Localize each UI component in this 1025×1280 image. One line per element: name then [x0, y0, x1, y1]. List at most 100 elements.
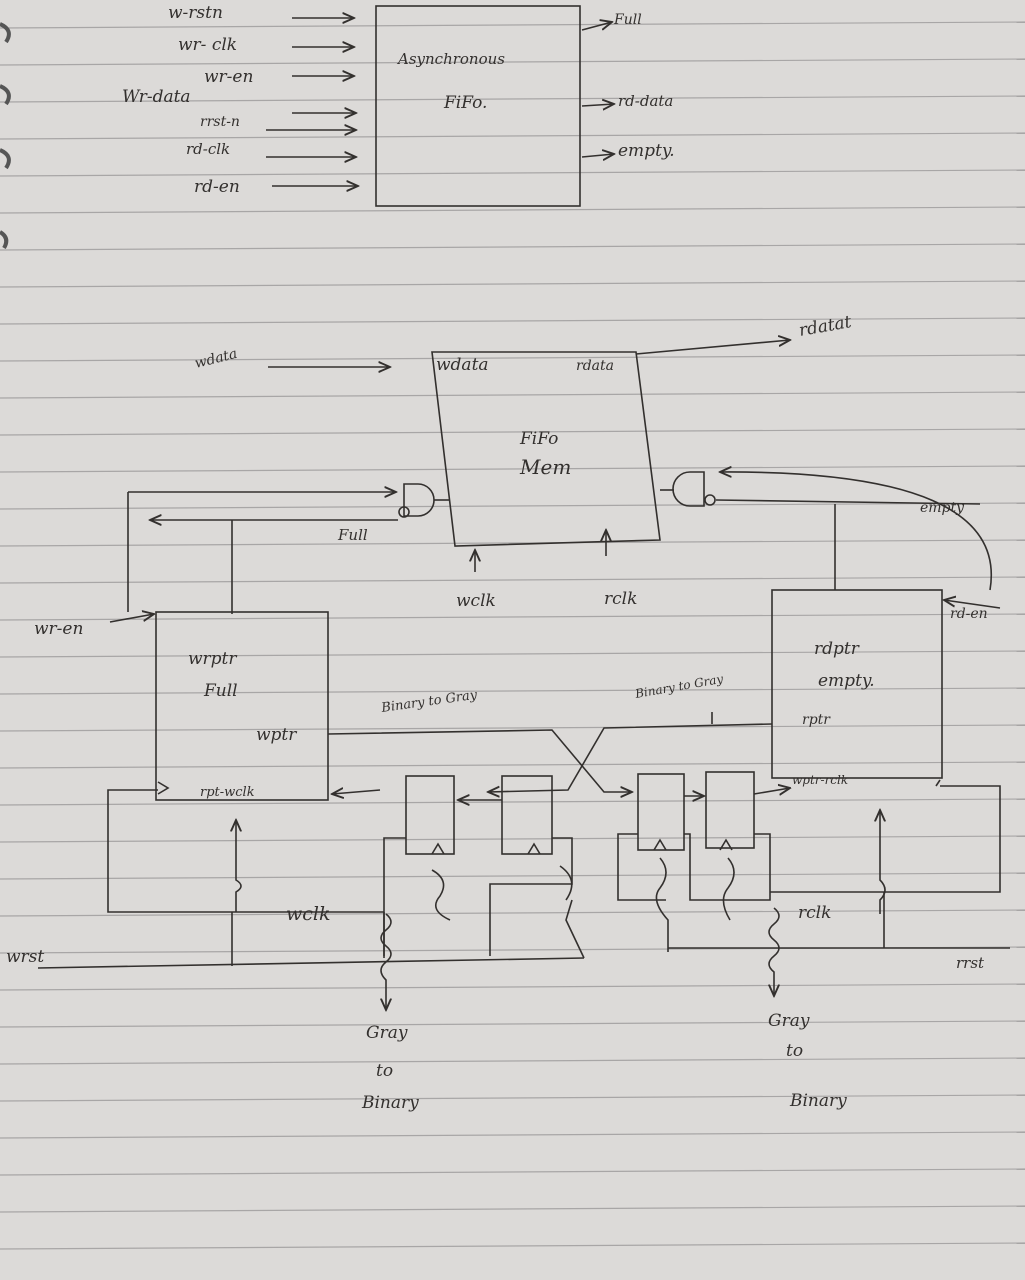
ruled-line: [0, 1131, 1025, 1139]
rclk-flop-clock-hook-1: [655, 857, 669, 952]
ruled-line: [0, 95, 1025, 103]
read-pointer-block: [771, 589, 943, 779]
wren-input-arrow: [109, 614, 154, 623]
ruled-line: [0, 724, 1025, 732]
ruled-line: [0, 132, 1025, 140]
spiral-binding: [0, 22, 11, 250]
mem-wdata-input-label: wdata: [193, 346, 239, 372]
output-arrow-empty: [581, 154, 614, 157]
ruled-line: [0, 169, 1025, 177]
top-input-rden: rd-en: [194, 177, 240, 197]
mem-rdata-port: rdata: [576, 358, 614, 374]
fifo-mem-block: [431, 351, 661, 547]
rclk-flop2-clock: [719, 838, 733, 851]
rclk-flop-loop-mid: [684, 833, 771, 901]
g2b-left-3: Binary: [361, 1093, 419, 1113]
top-output-empty: empty.: [618, 141, 675, 161]
mem-title: FiFo: [519, 429, 558, 449]
top-output-full: Full: [613, 12, 642, 28]
rptr-line2: empty.: [818, 671, 875, 691]
ruled-line: [0, 798, 1025, 806]
wptr-clock-triangle: [157, 781, 170, 795]
top-input-wrclk: wr- clk: [178, 35, 237, 55]
rclk-source-wave: [769, 907, 779, 996]
ruled-line: [0, 206, 1025, 214]
wptr-line3: wptr: [256, 725, 297, 745]
wclk-sync-flop-1: [405, 775, 455, 855]
rclk-label: rclk: [798, 903, 831, 923]
wptr-line4: rpt-wclk: [200, 785, 255, 800]
async-fifo-block: [375, 5, 581, 207]
wrst-rail-right-drop: [565, 899, 585, 959]
mem-full-label: Full: [337, 526, 368, 544]
top-input-rrstn: rrst-n: [200, 114, 240, 130]
mem-title-2: Mem: [519, 455, 571, 479]
mem-rclk-label: rclk: [604, 589, 637, 609]
rrst-label: rrst: [956, 954, 985, 972]
wclk-flop1-clock: [431, 842, 445, 855]
g2b-right-2: to: [786, 1041, 803, 1061]
rptr-clock-wave: [880, 810, 885, 914]
ruled-line: [0, 465, 1025, 473]
output-arrow-full: [581, 22, 612, 31]
g2b-right-3: Binary: [789, 1091, 847, 1111]
g2b-left-1: Gray: [366, 1023, 408, 1043]
rptr-rden-label: rd-en: [950, 606, 988, 622]
ruled-line: [0, 539, 1025, 547]
async-fifo-title-2: FiFo.: [443, 93, 487, 113]
write-gate-inverter-bubble: [398, 506, 410, 518]
ruled-line: [0, 1094, 1025, 1102]
wptr-clock-rail: [107, 789, 384, 913]
wrst-rail: [37, 957, 585, 969]
write-and-gate: [403, 483, 435, 517]
ruled-line: [0, 872, 1025, 880]
rclk-sync-flop-1: [637, 773, 685, 851]
top-input-rdclk: rd-clk: [186, 140, 230, 158]
g2b-right-1: Gray: [768, 1011, 810, 1031]
wptr-line2: Full: [203, 681, 238, 701]
empty-to-gate: [715, 499, 981, 505]
rptr-line3: rptr: [802, 712, 831, 728]
ruled-line: [0, 1168, 1025, 1176]
wclk-label: wclk: [286, 903, 331, 925]
ruled-line: [0, 650, 1025, 658]
top-input-wren: wr-en: [204, 67, 253, 87]
rptr-clock-triangle: [935, 779, 941, 787]
ruled-line: [0, 354, 1025, 362]
async-fifo-title: Asynchronous: [396, 50, 505, 68]
g2b-left-2: to: [376, 1061, 393, 1081]
mem-empty-label: empty: [920, 500, 965, 516]
bin2gray-right: Binary to Gray: [633, 672, 724, 701]
ruled-line: [0, 576, 1025, 584]
wptr-line1: wrptr: [188, 649, 237, 669]
mem-wclk-label: wclk: [456, 591, 496, 611]
ruled-line: [0, 243, 1025, 251]
mem-wdata-port: wdata: [436, 355, 489, 375]
write-pointer-block: [155, 611, 329, 801]
sync-to-wptr-wire: [332, 790, 381, 794]
read-gate-inverter-bubble: [704, 494, 716, 506]
rden-feedback-loop: [720, 472, 993, 591]
ruled-line: [0, 1242, 1025, 1250]
ruled-line: [0, 391, 1025, 399]
rclk-flop-loop-left: [617, 833, 666, 901]
rptr-line4: wptr-rclk: [792, 773, 848, 787]
ruled-lines: [0, 21, 1025, 1250]
ruled-line: [0, 21, 1025, 29]
rclk-sync-out: [753, 788, 790, 794]
top-input-wrstn: w-rstn: [168, 3, 223, 23]
ruled-line: [0, 613, 1025, 621]
ruled-line: [0, 428, 1025, 436]
wptr-wren-label: wr-en: [34, 619, 83, 639]
rptr-line1: rdptr: [814, 639, 860, 659]
rclk-sync-flop-2: [705, 771, 755, 849]
ruled-line: [0, 58, 1025, 66]
ruled-line: [0, 502, 1025, 510]
rclk-flop-clock-hook-2: [722, 857, 735, 921]
wclk-flop-loop: [489, 837, 573, 956]
wclk-sync-flop-2: [501, 775, 553, 855]
ruled-line: [0, 317, 1025, 325]
wclk-flop-clock-hook-1: [431, 869, 451, 921]
wclk-flop-loop-2: [383, 837, 406, 956]
